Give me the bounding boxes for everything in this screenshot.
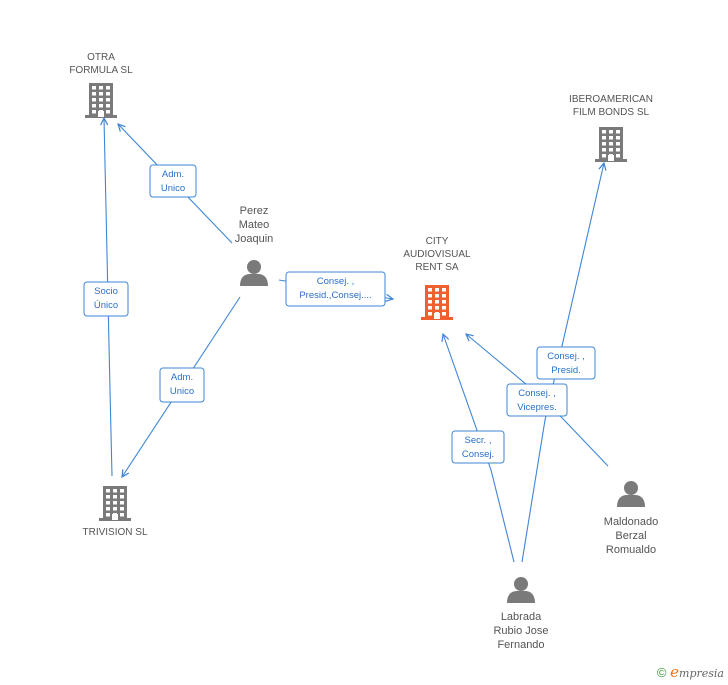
node-label: Mateo bbox=[239, 219, 270, 231]
node-label: RENT SA bbox=[415, 262, 458, 273]
building-icon bbox=[421, 285, 453, 320]
node-trivision[interactable]: TRIVISION SL bbox=[82, 486, 148, 538]
node-label: Maldonado bbox=[604, 516, 658, 528]
edge-label[interactable]: Adm. Unico bbox=[149, 164, 197, 198]
building-icon bbox=[99, 486, 131, 521]
node-label: Fernando bbox=[497, 639, 544, 651]
person-icon bbox=[507, 577, 535, 603]
edge-label-text: Socio bbox=[94, 286, 118, 297]
node-label: Berzal bbox=[615, 530, 646, 542]
edge-label[interactable]: Consej. , Presid.,Consej.... bbox=[285, 271, 386, 307]
brand-logo: empresia bbox=[670, 663, 724, 681]
edge-label-text: Consej. , bbox=[547, 351, 585, 362]
edge-label-box bbox=[83, 281, 129, 317]
node-label: Joaquin bbox=[235, 233, 274, 245]
edge-trivision-to-otra_formula bbox=[104, 118, 113, 477]
node-label: FILM BONDS SL bbox=[573, 107, 650, 118]
edge-labrada-to-iberoamerican bbox=[521, 163, 604, 563]
edge-label-text: Unico bbox=[170, 386, 194, 397]
building-icon bbox=[595, 127, 627, 162]
node-label: Rubio Jose bbox=[493, 625, 548, 637]
edge-label[interactable]: Consej. , Vicepres. bbox=[506, 383, 568, 417]
node-label: IBEROAMERICAN bbox=[569, 94, 653, 105]
edge-label-box bbox=[506, 383, 568, 417]
edge-label-box bbox=[536, 346, 596, 380]
node-otra_formula[interactable]: OTRA FORMULA SL bbox=[69, 52, 133, 118]
node-label: TRIVISION SL bbox=[82, 527, 147, 538]
person-icon bbox=[617, 481, 645, 507]
edge-label[interactable]: Consej. , Presid. bbox=[536, 346, 596, 380]
edge-label-text: Secr. , bbox=[465, 435, 492, 446]
node-label: AUDIOVISUAL bbox=[403, 249, 471, 260]
node-label: CITY bbox=[426, 236, 449, 247]
node-iberoamerican[interactable]: IBEROAMERICAN FILM BONDS SL bbox=[569, 94, 653, 162]
node-label: Perez bbox=[240, 205, 269, 217]
node-label: Romualdo bbox=[606, 544, 656, 556]
edge-label-box bbox=[451, 430, 505, 464]
edge-label-text: Único bbox=[94, 300, 118, 311]
node-label: OTRA bbox=[87, 52, 115, 63]
edge-label-text: Consej. bbox=[462, 449, 494, 460]
copyright-symbol: © bbox=[656, 665, 667, 680]
edge-label[interactable]: Adm. Unico bbox=[159, 367, 205, 403]
edge-label[interactable]: Secr. , Consej. bbox=[451, 430, 505, 464]
edge-label-box bbox=[149, 164, 197, 198]
edge-labrada-to-city_audiovisual bbox=[443, 334, 515, 563]
node-city_audiovisual[interactable]: CITY AUDIOVISUAL RENT SA bbox=[403, 236, 471, 320]
footer-watermark: © empresia bbox=[657, 663, 724, 681]
node-label: Labrada bbox=[501, 611, 542, 623]
building-icon bbox=[85, 83, 117, 118]
person-icon bbox=[240, 260, 268, 286]
edge-label-text: Unico bbox=[161, 183, 185, 194]
edge-label-text: Presid.,Consej.... bbox=[299, 290, 371, 301]
edge-label-text: Consej. , bbox=[317, 276, 355, 287]
edge-label-text: Vicepres. bbox=[517, 402, 556, 413]
edge-label-box bbox=[159, 367, 205, 403]
node-label: FORMULA SL bbox=[69, 65, 133, 76]
edge-label-text: Consej. , bbox=[518, 388, 556, 399]
edge-label-text: Adm. bbox=[171, 372, 193, 383]
edge-label-box bbox=[285, 271, 386, 307]
edge-label-text: Adm. bbox=[162, 169, 184, 180]
edge-label-text: Presid. bbox=[551, 365, 581, 376]
nodes-layer: OTRA FORMULA SL TRIVISION SL CITY AUDIOVISUA… bbox=[69, 52, 658, 651]
